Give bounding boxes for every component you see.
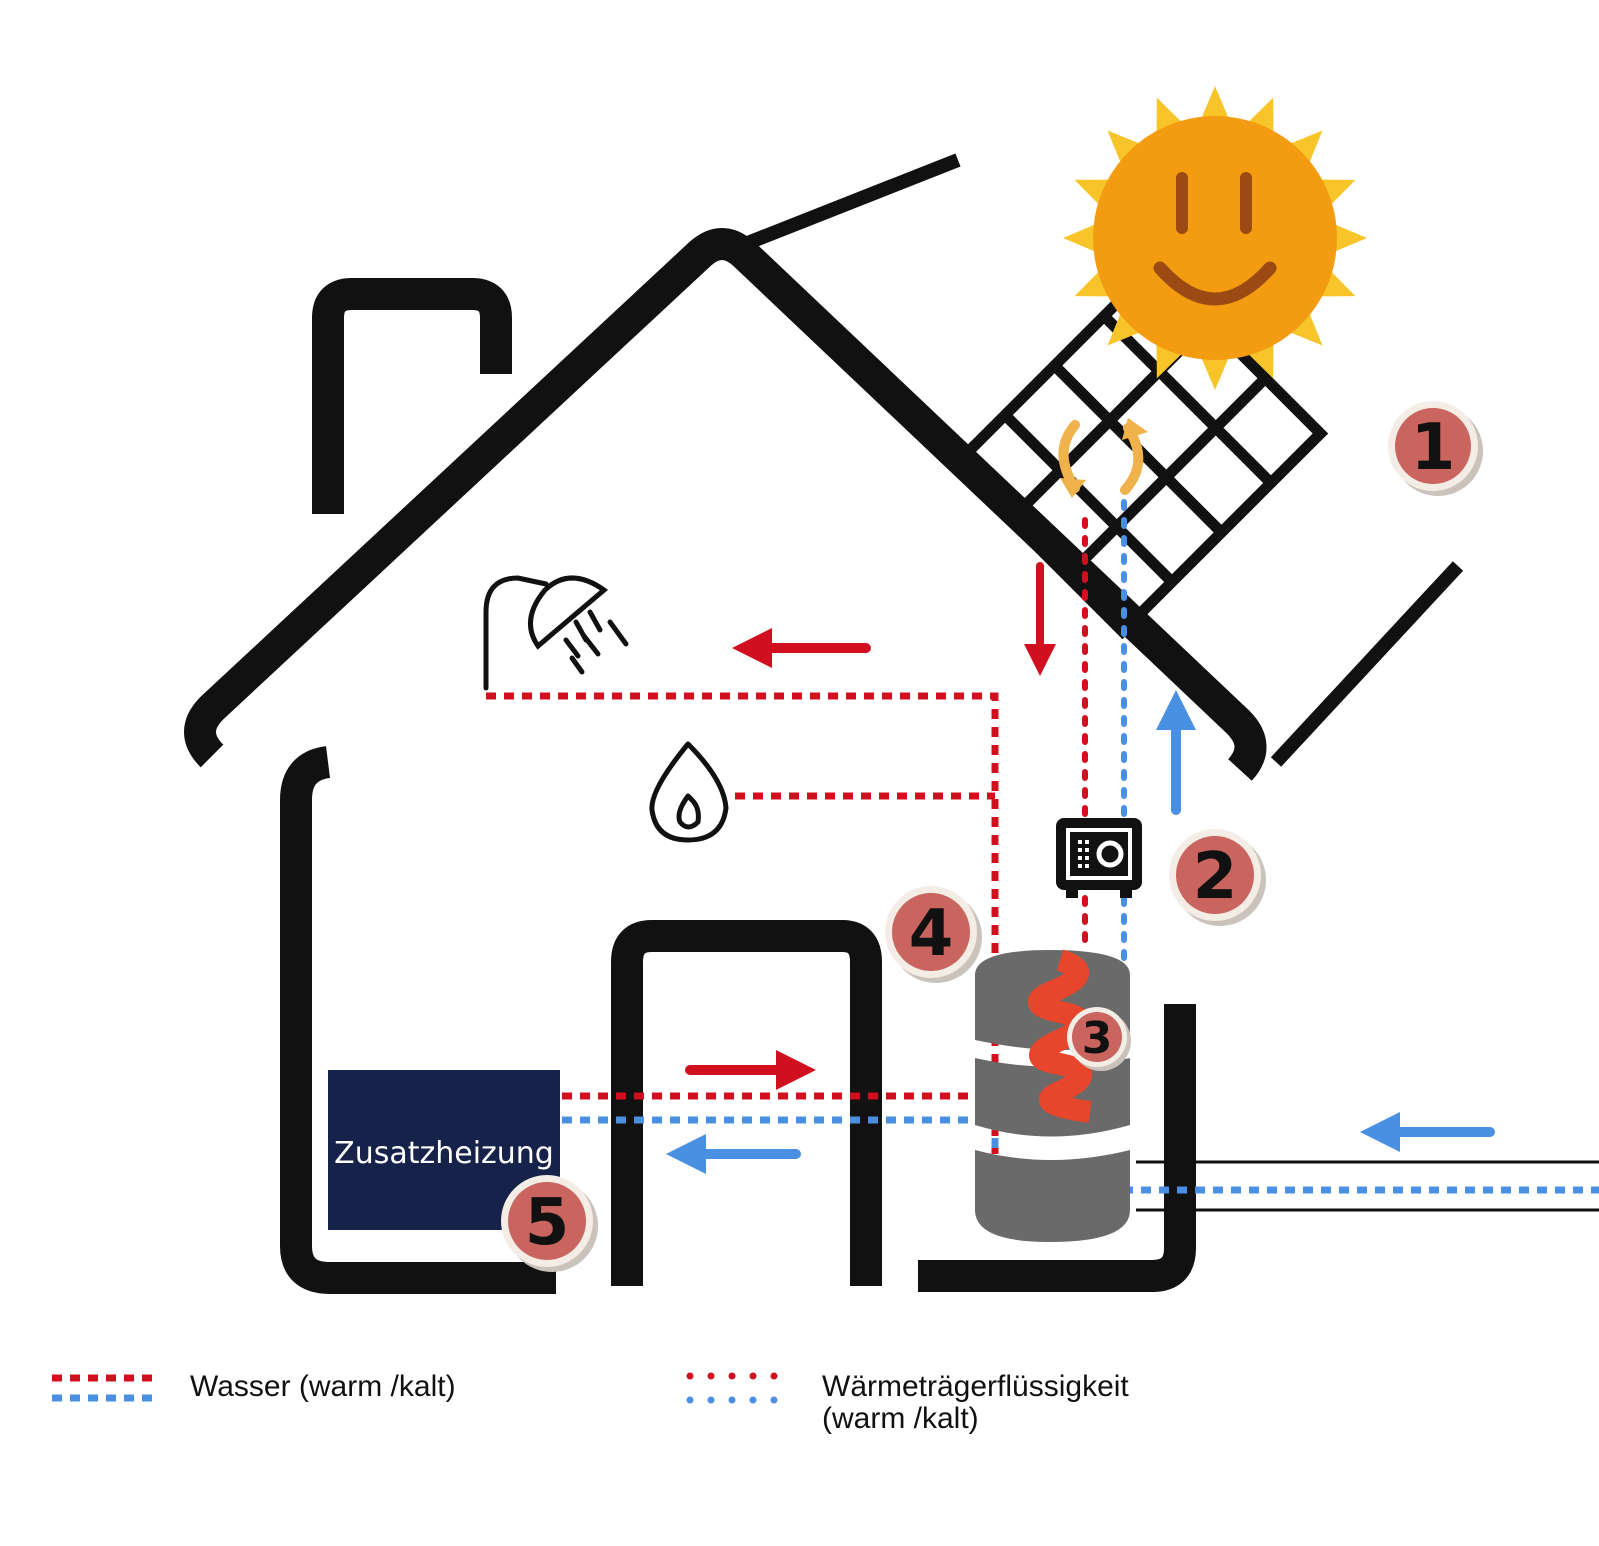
storage-tank-icon <box>975 949 1130 1242</box>
wall-right <box>918 1004 1196 1292</box>
badge-4: 4 <box>885 886 982 983</box>
sun-ray <box>1280 130 1323 173</box>
badge-1-number: 1 <box>1411 411 1456 485</box>
legend-water-swatch <box>52 1374 156 1402</box>
badge-3-number: 3 <box>1082 1013 1113 1064</box>
roof-overhang <box>732 153 961 255</box>
water-cold-lines <box>562 1116 1599 1194</box>
chimney <box>312 278 512 514</box>
legend: Wasser (warm /kalt) Wärmeträgerflüssigke… <box>52 1370 1129 1435</box>
shower-icon <box>483 575 629 691</box>
legend-fluid-label-line1: Wärmeträgerflüssigkeit <box>822 1370 1129 1403</box>
auxiliary-heater-label: Zusatzheizung <box>334 1136 554 1171</box>
badge-2-number: 2 <box>1193 840 1238 914</box>
badge-1: 1 <box>1388 401 1483 496</box>
badge-3: 3 <box>1067 1007 1131 1071</box>
legend-fluid-label-line2: (warm /kalt) <box>822 1402 979 1435</box>
circulation-arrows-icon <box>1058 418 1148 498</box>
controller-safe-icon <box>1056 818 1142 898</box>
sun-ray <box>1280 303 1323 346</box>
legend-fluid-swatch <box>686 1372 794 1404</box>
sun-icon <box>1063 86 1367 390</box>
supply-pipe <box>1136 1160 1599 1212</box>
solar-panel-icon <box>947 258 1329 640</box>
flame-icon <box>649 741 729 843</box>
badge-2: 2 <box>1169 829 1266 926</box>
house-outline <box>184 153 1464 1294</box>
badge-5-number: 5 <box>525 1186 570 1260</box>
wall-left <box>280 746 556 1294</box>
flow-arrows <box>666 562 1495 1174</box>
roof-left <box>184 228 1267 781</box>
sun-ray <box>1107 130 1150 173</box>
badge-5: 5 <box>501 1175 598 1272</box>
badge-4-number: 4 <box>909 897 954 971</box>
legend-water-label: Wasser (warm /kalt) <box>190 1370 456 1403</box>
sun-ray <box>1107 303 1150 346</box>
roof-right-extension <box>1270 561 1464 767</box>
heating-coil <box>1028 949 1092 1123</box>
door <box>611 920 882 1286</box>
